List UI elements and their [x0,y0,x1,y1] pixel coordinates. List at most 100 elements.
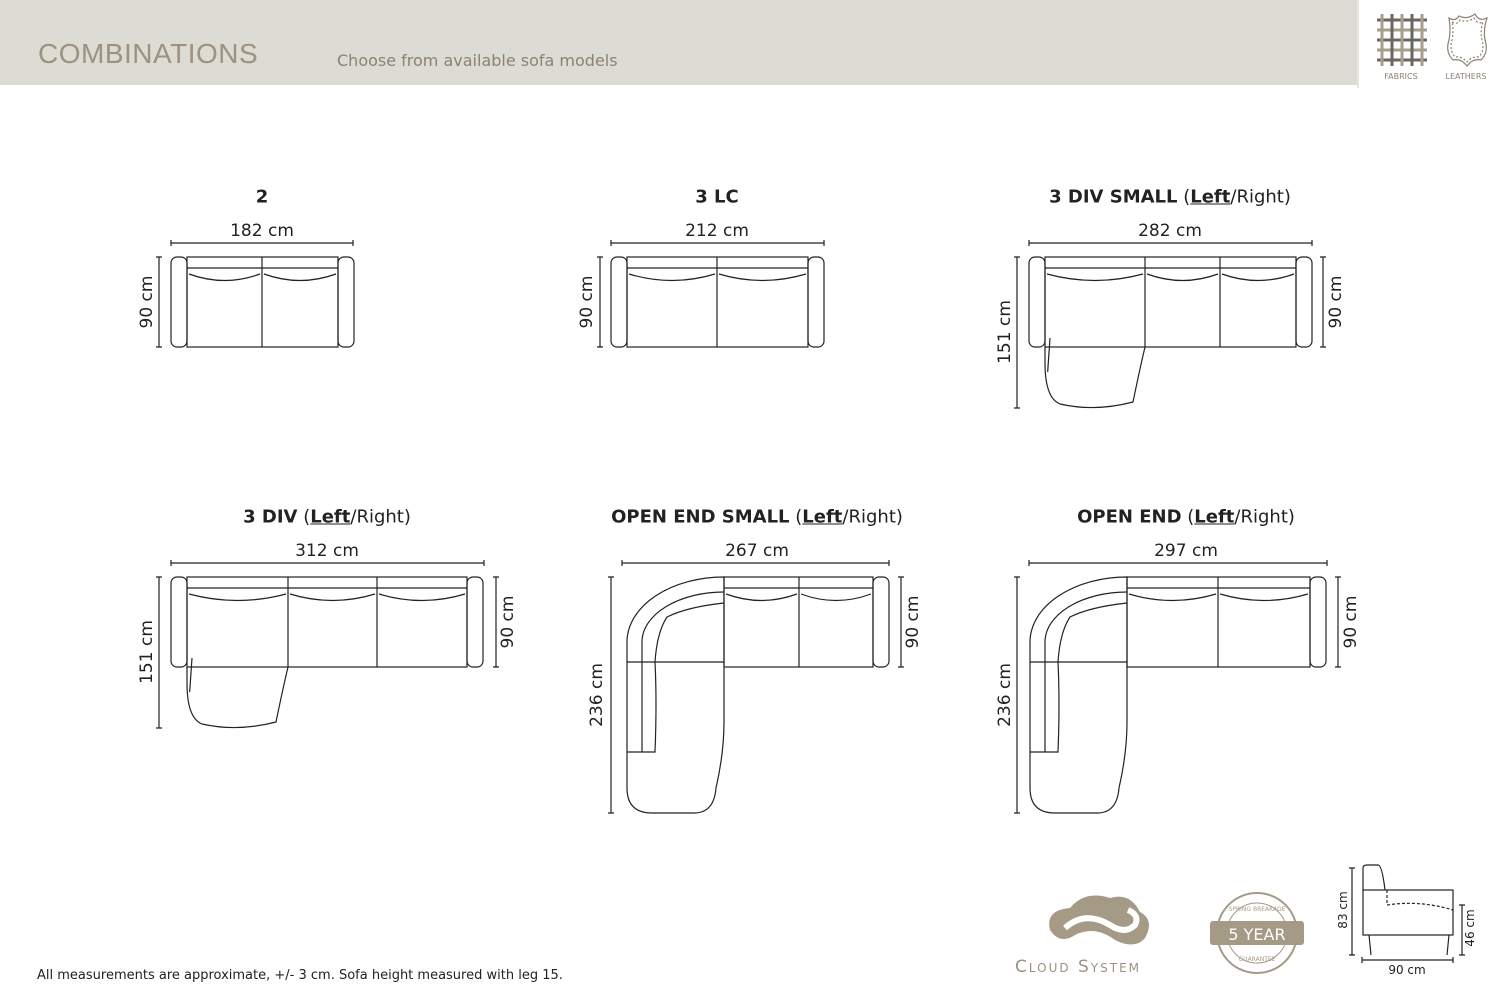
model-title-3-div-small[interactable]: 3 DIV SMALL (Left/Right) [1049,186,1291,208]
footnote: All measurements are approximate, +/- 3 … [37,968,563,983]
width-label: 212 cm [685,221,749,241]
depth-label: 90 cm [577,275,597,329]
depth-label: 151 cm [995,300,1015,364]
leather-hide-icon[interactable] [1447,13,1489,67]
warranty-top-text: SPRING BREAKAGE [1229,906,1286,913]
chaise-longue [186,666,289,729]
depth-label: 236 cm [587,663,607,727]
depth-label: 236 cm [995,663,1015,727]
cloud-system-text: Cloud System [1015,957,1142,977]
depth-label: 90 cm [903,595,923,649]
seat-base [1044,256,1297,348]
seat-height-label: 46 cm [1463,909,1477,947]
seat-cushion [289,593,376,602]
armrest [1028,256,1046,348]
depth-label: 90 cm [1341,595,1361,649]
corner-back-line [1044,591,1128,662]
chaise-backrest [627,661,657,753]
depth-dimension-line [898,576,904,668]
width-label: 312 cm [295,541,359,561]
side-left-link[interactable]: Left [1194,506,1235,528]
width-label: 297 cm [1154,541,1218,561]
chaise-longue [1044,346,1146,409]
seat-cushion [1046,273,1144,282]
armrest [170,256,188,348]
warranty-main-text: 5 YEAR [1228,925,1285,944]
depth-dimension-line [156,576,162,729]
corner-cushion-line [654,602,725,663]
width-label: 282 cm [1138,221,1202,241]
chaise-longue [1029,662,1128,814]
seat-cushion [628,273,716,282]
corner-back-line [641,591,725,662]
warranty-seal-icon: 5 YEAR SPRING BREAKAGE GUARANTEE [1210,892,1304,974]
seat-cushion [263,273,337,282]
seat-cushion [1146,273,1219,282]
seat-cushion [1219,593,1309,602]
cloud-system-logo [1049,895,1149,945]
seat-cushion [718,273,807,282]
width-label: 267 cm [725,541,789,561]
chaise-backrest [1030,661,1060,753]
depth-dimension-line [493,576,499,668]
depth-dimension-line [597,256,603,348]
width-dimension-line [1028,240,1313,246]
leathers-label[interactable]: LEATHERS [1445,72,1487,81]
width-dimension-line [610,240,825,246]
chaise-cushion-line [1047,337,1051,373]
depth-dimension-line [1335,576,1341,668]
side-left-link[interactable]: Left [1190,186,1231,208]
corner-seat [1029,576,1128,662]
depth-label: 90 cm [137,275,157,329]
seat-cushion [1128,593,1217,602]
width-dimension-line [170,560,485,566]
armrest [610,256,628,348]
corner-cushion-line [1057,602,1128,663]
armrest [807,256,825,348]
armrest [1309,576,1327,668]
seat-cushion [800,593,872,602]
model-title-2[interactable]: 2 [255,186,269,208]
armrest [1295,256,1313,348]
seat-cushion [725,593,798,602]
depth-label: 90 cm [498,595,518,649]
depth-dimension-line [1320,256,1326,348]
width-dimension-line [1028,560,1328,566]
fabrics-label[interactable]: FABRICS [1384,72,1418,81]
armrest [872,576,890,668]
side-left-link[interactable]: Left [310,506,351,528]
profile-depth-label: 90 cm [1388,963,1426,977]
fabric-weave-icon[interactable] [1377,14,1427,66]
materials-panel: FABRICS LEATHERS [1357,0,1500,88]
depth-label: 151 cm [137,620,157,684]
depth-dimension-line [608,576,614,814]
page-title: COMBINATIONS [38,38,259,69]
page-subtitle: Choose from available sofa models [337,51,618,70]
width-label: 182 cm [230,221,294,241]
side-left-link[interactable]: Left [802,506,843,528]
chaise-cushion-line [189,657,193,693]
width-dimension-line [621,560,890,566]
seat-cushion [378,593,466,602]
model-title-open-end-small[interactable]: OPEN END SMALL (Left/Right) [611,506,903,528]
model-title-3lc[interactable]: 3 LC [695,186,739,208]
depth-label: 90 cm [1326,275,1346,329]
depth-dimension-line [156,256,162,348]
warranty-bottom-text: GUARANTEE [1239,956,1276,963]
corner-seat [626,576,725,662]
header-bar: COMBINATIONS Choose from available sofa … [0,0,1357,85]
model-title-3-div[interactable]: 3 DIV (Left/Right) [243,506,411,528]
seat-cushion [188,273,261,282]
armrest [170,576,188,668]
depth-dimension-line [1014,256,1020,409]
width-dimension-line [170,240,354,246]
side-profile-drawing [1349,864,1465,963]
seat-cushion [188,593,287,602]
armrest [337,256,355,348]
height-label: 83 cm [1336,891,1350,929]
model-title-open-end[interactable]: OPEN END (Left/Right) [1077,506,1295,528]
seat-base [186,576,468,668]
seat-cushion [1221,273,1295,282]
armrest [466,576,484,668]
